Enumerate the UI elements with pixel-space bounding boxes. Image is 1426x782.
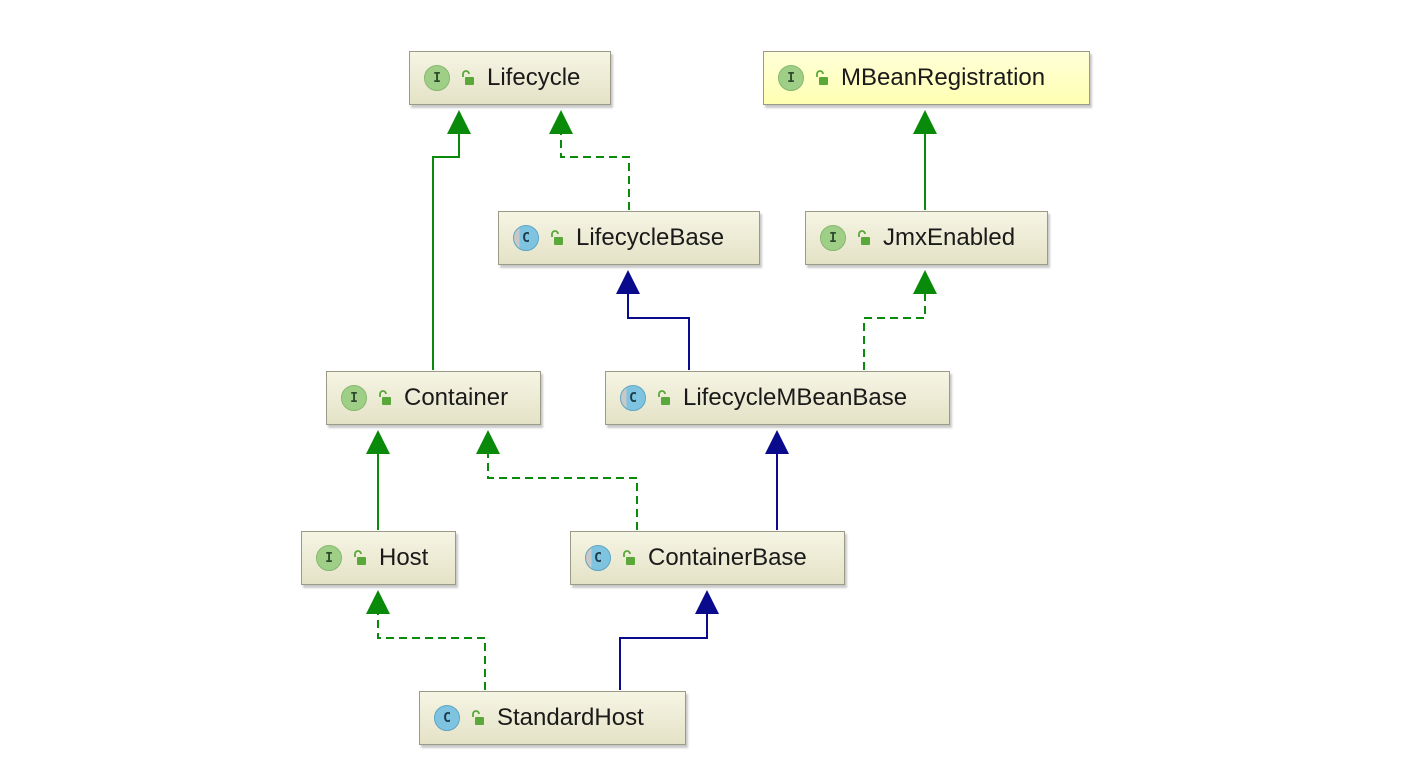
node-label: Lifecycle: [487, 64, 581, 91]
edge-lifecyclembeanbase-to-lifecyclebase: [616, 270, 690, 370]
unlocked-public-icon: [354, 550, 366, 565]
edge-container-to-lifecycle: [432, 110, 471, 370]
node-label: Host: [379, 544, 429, 571]
interface-icon: I: [778, 65, 804, 91]
edge-lifecyclebase-to-lifecycle: [549, 110, 630, 210]
abstract-class-icon: C: [513, 225, 539, 251]
node-label: JmxEnabled: [883, 224, 1016, 251]
interface-icon: I: [316, 545, 342, 571]
unlocked-public-icon: [379, 390, 391, 405]
abstract-class-icon: C: [620, 385, 646, 411]
unlocked-public-icon: [623, 550, 635, 565]
interface-icon: I: [424, 65, 450, 91]
node-label: StandardHost: [497, 704, 644, 731]
node-mbean-registration[interactable]: I MBeanRegistration: [763, 51, 1090, 105]
edge-lifecyclembeanbase-to-jmxenabled: [863, 270, 937, 370]
node-jmx-enabled[interactable]: I JmxEnabled: [805, 211, 1048, 265]
node-label: ContainerBase: [648, 544, 807, 571]
unlocked-public-icon: [472, 710, 484, 725]
node-lifecycle[interactable]: I Lifecycle: [409, 51, 611, 105]
node-host[interactable]: I Host: [301, 531, 456, 585]
interface-icon: I: [820, 225, 846, 251]
node-lifecycle-base[interactable]: C LifecycleBase: [498, 211, 760, 265]
edge-standardhost-to-host: [366, 590, 486, 690]
unlocked-public-icon: [551, 230, 563, 245]
unlocked-public-icon: [858, 230, 870, 245]
unlocked-public-icon: [462, 70, 474, 85]
abstract-class-icon: C: [585, 545, 611, 571]
node-label: LifecycleMBeanBase: [683, 384, 908, 411]
edge-standardhost-to-containerbase: [619, 590, 719, 690]
node-label: LifecycleBase: [576, 224, 725, 251]
edge-jmxenabled-to-mbeanregistration: [913, 110, 937, 210]
unlocked-public-icon: [658, 390, 670, 405]
unlocked-public-icon: [816, 70, 828, 85]
node-container-base[interactable]: C ContainerBase: [570, 531, 845, 585]
node-standard-host[interactable]: C StandardHost: [419, 691, 686, 745]
edge-host-to-container: [366, 430, 390, 530]
node-lifecycle-mbean-base[interactable]: C LifecycleMBeanBase: [605, 371, 950, 425]
edge-containerbase-to-container: [476, 430, 638, 530]
interface-icon: I: [341, 385, 367, 411]
node-container[interactable]: I Container: [326, 371, 541, 425]
node-label: MBeanRegistration: [841, 64, 1046, 91]
class-icon: C: [434, 705, 460, 731]
node-label: Container: [404, 384, 509, 411]
edge-containerbase-to-lifecyclembeanbase: [765, 430, 789, 530]
